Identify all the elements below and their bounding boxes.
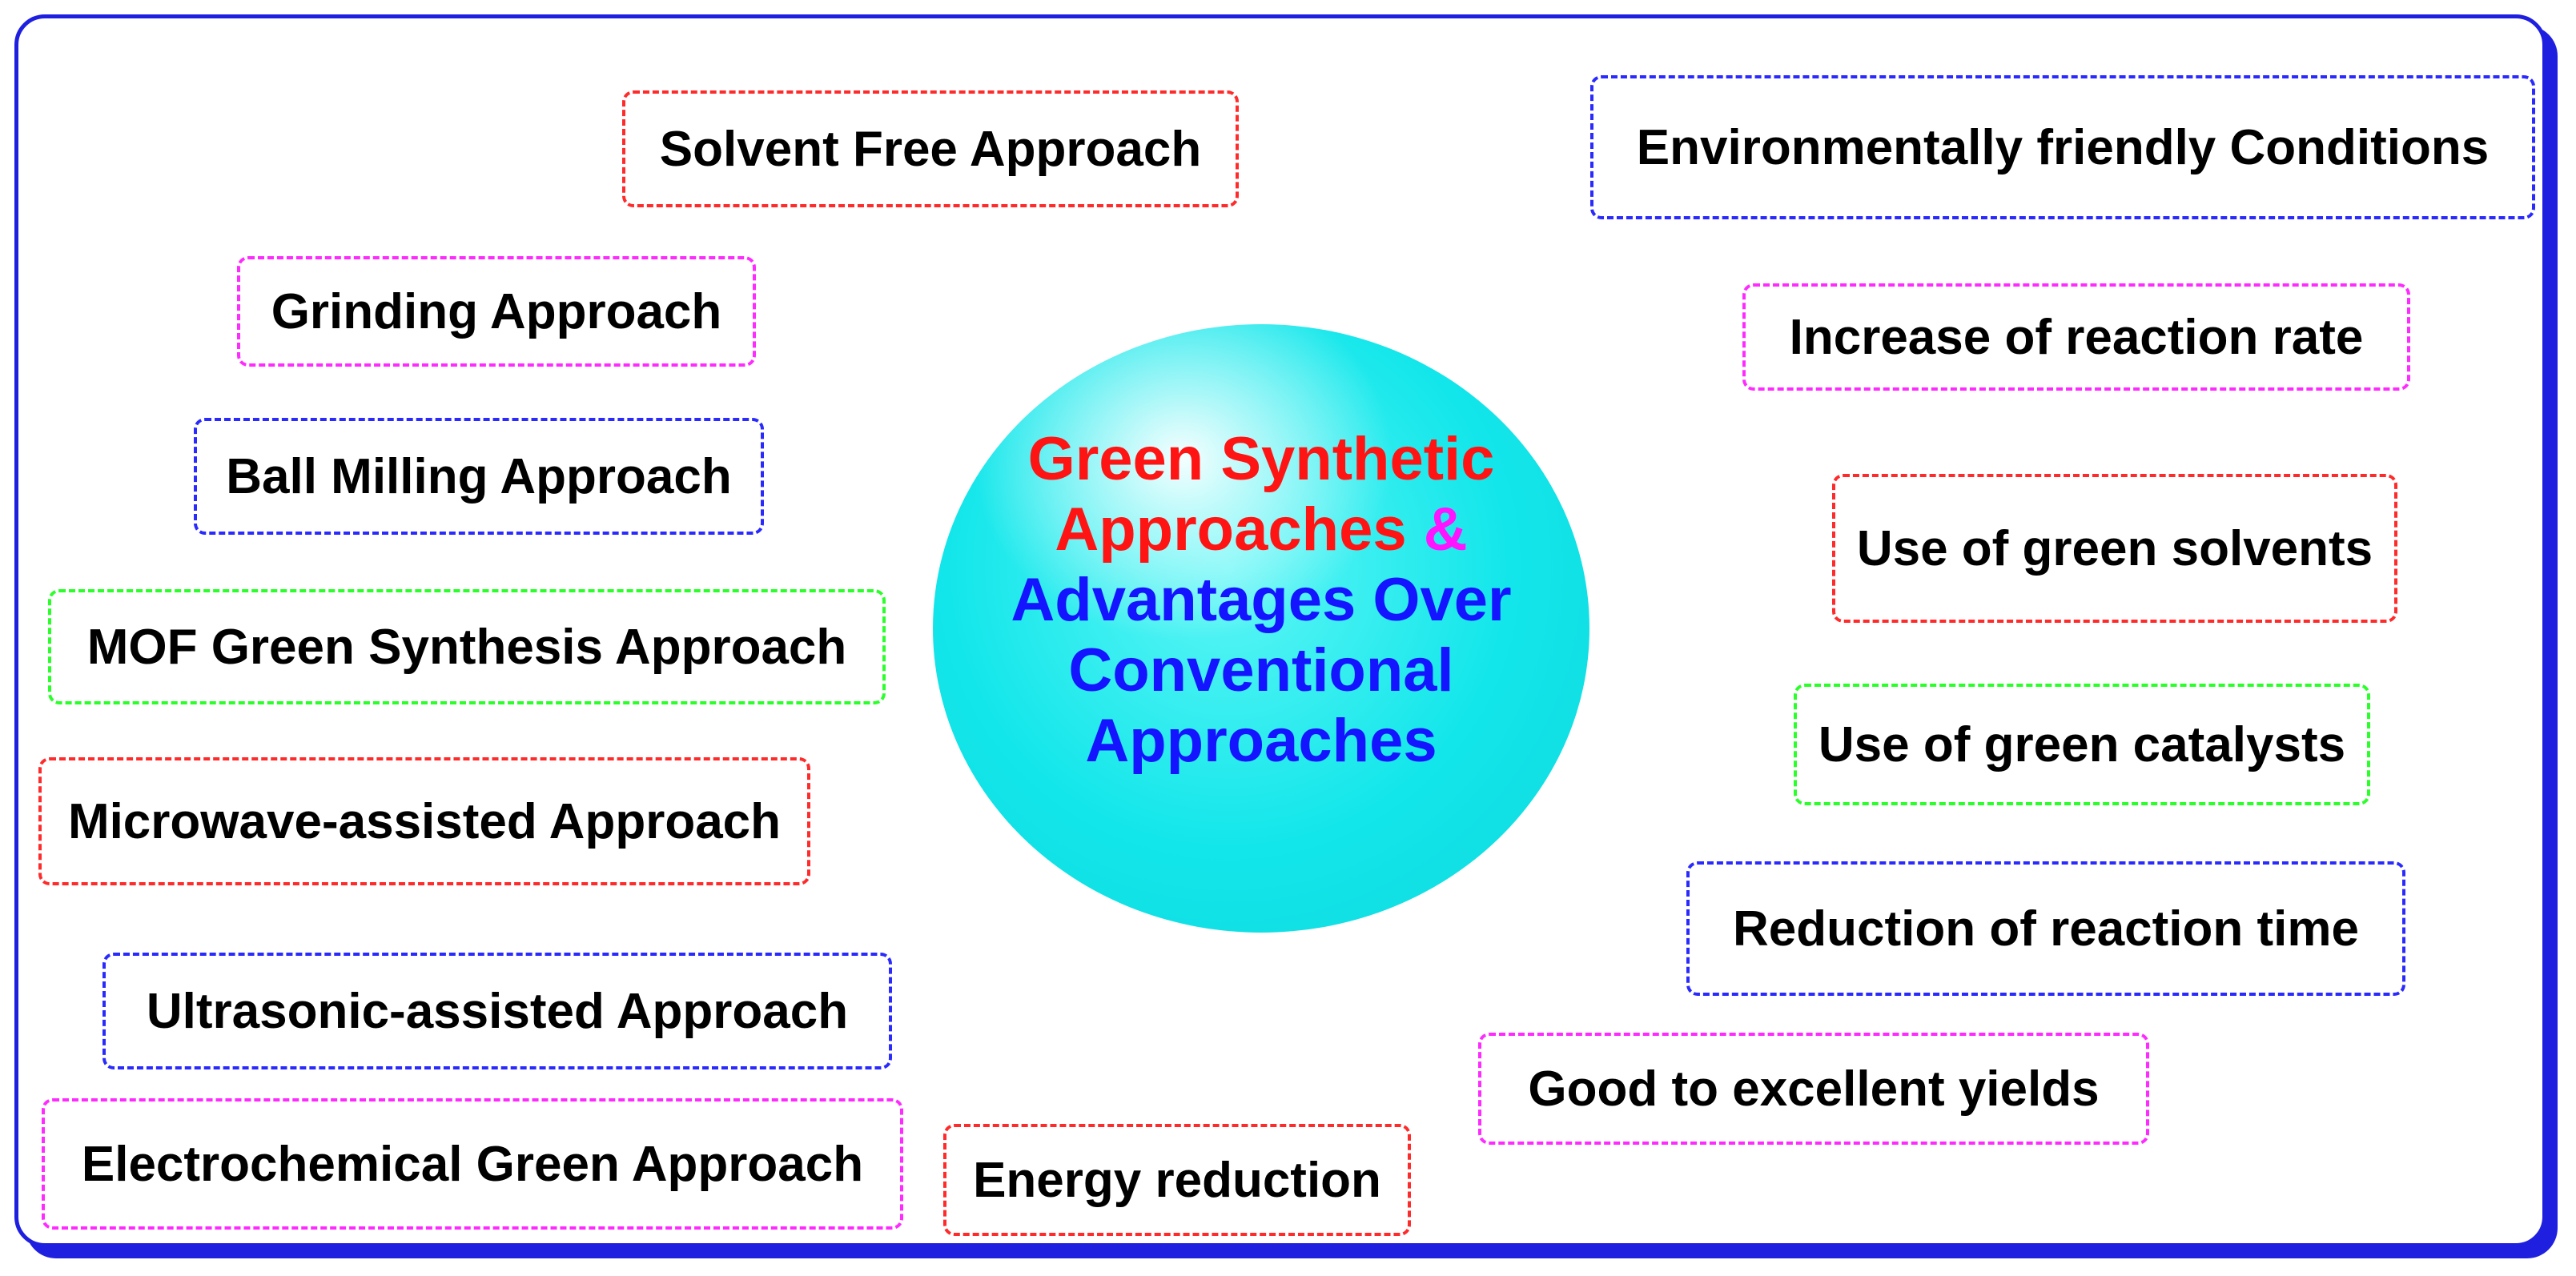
approach-label: Ultrasonic-assisted Approach bbox=[146, 983, 849, 1039]
advantage-label: Energy reduction bbox=[973, 1152, 1381, 1208]
advantage-label: Increase of reaction rate bbox=[1789, 309, 2364, 365]
approach-label: Grinding Approach bbox=[271, 283, 722, 339]
approach-ball-milling: Ball Milling Approach bbox=[194, 418, 764, 535]
approach-label: Electrochemical Green Approach bbox=[81, 1136, 864, 1192]
center-title-line4: Conventional bbox=[1068, 636, 1454, 704]
approach-ultrasonic-assisted: Ultrasonic-assisted Approach bbox=[102, 953, 892, 1069]
advantage-yields: Good to excellent yields bbox=[1478, 1033, 2149, 1145]
advantage-label: Use of green catalysts bbox=[1818, 716, 2346, 772]
advantage-label: Use of green solvents bbox=[1856, 520, 2373, 576]
approach-label: Microwave-assisted Approach bbox=[67, 793, 782, 849]
advantage-energy-reduction: Energy reduction bbox=[943, 1124, 1411, 1236]
advantage-label: Reduction of reaction time bbox=[1733, 901, 2359, 957]
advantage-label: Good to excellent yields bbox=[1528, 1061, 2100, 1117]
advantage-reaction-time: Reduction of reaction time bbox=[1686, 861, 2405, 996]
advantage-green-catalysts: Use of green catalysts bbox=[1794, 684, 2370, 805]
center-sphere bbox=[933, 324, 1589, 933]
advantage-environmentally-friendly: Environmentally friendly Conditions bbox=[1590, 75, 2535, 219]
center-title-line2: Approaches & bbox=[933, 495, 1589, 565]
approach-label: Ball Milling Approach bbox=[226, 448, 732, 504]
advantage-green-solvents: Use of green solvents bbox=[1832, 474, 2397, 623]
approach-solvent-free: Solvent Free Approach bbox=[622, 90, 1239, 207]
center-title-line5: Approaches bbox=[1085, 707, 1437, 775]
approach-microwave-assisted: Microwave-assisted Approach bbox=[38, 757, 810, 885]
advantage-label: Environmentally friendly Conditions bbox=[1636, 119, 2490, 175]
center-title-approaches: Approaches bbox=[1055, 496, 1407, 564]
center-title-ampersand: & bbox=[1423, 496, 1468, 564]
approach-grinding: Grinding Approach bbox=[237, 256, 756, 367]
advantage-reaction-rate: Increase of reaction rate bbox=[1742, 283, 2410, 391]
center-title: Green Synthetic Approaches & Advantages … bbox=[933, 424, 1589, 776]
center-title-line3: Advantages Over bbox=[1011, 566, 1512, 634]
approach-label: MOF Green Synthesis Approach bbox=[86, 619, 847, 675]
approach-electrochemical-green: Electrochemical Green Approach bbox=[42, 1098, 903, 1230]
approach-mof-green-synthesis: MOF Green Synthesis Approach bbox=[48, 589, 886, 704]
center-title-line1: Green Synthetic bbox=[1027, 425, 1495, 493]
approach-label: Solvent Free Approach bbox=[659, 121, 1202, 177]
